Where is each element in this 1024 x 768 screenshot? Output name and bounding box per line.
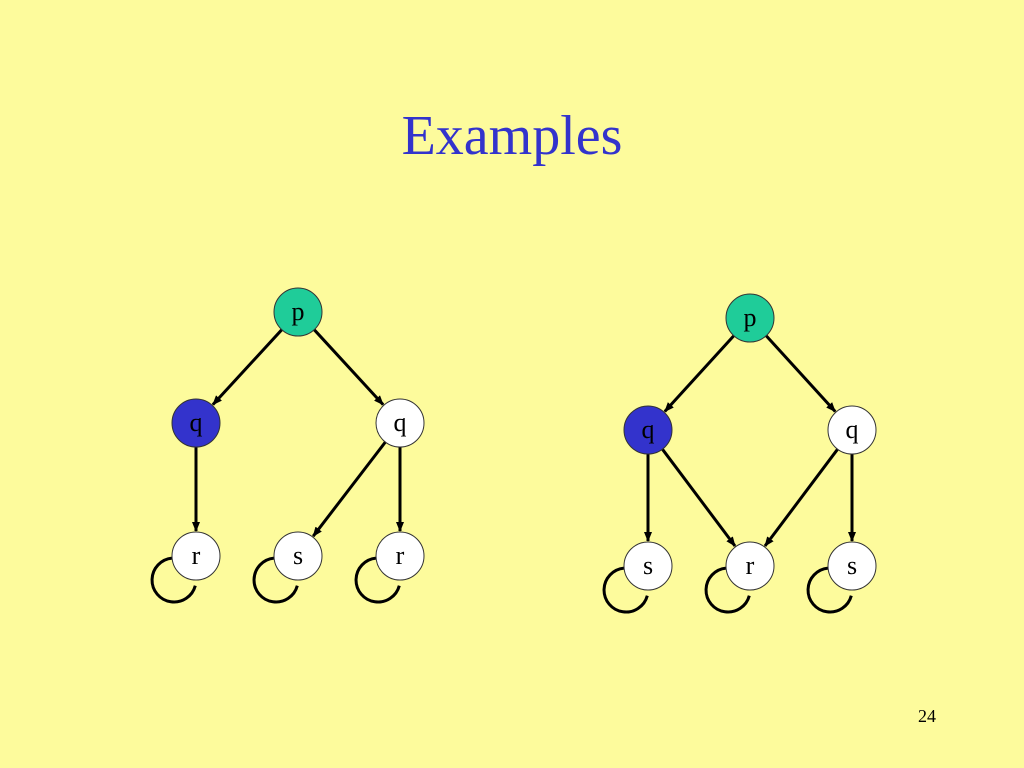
graph-right: p q q s r s	[602, 293, 877, 614]
node-label-q2: q	[394, 408, 407, 437]
self-loop-s1	[252, 556, 299, 604]
node-label-r2: r	[396, 541, 405, 570]
node-p	[273, 287, 323, 337]
page-number: 24	[918, 706, 936, 726]
edge-p-q2	[765, 334, 837, 413]
node-q1	[623, 405, 673, 455]
edge-q2-s1	[312, 441, 387, 538]
edge-p-q2	[313, 328, 385, 406]
node-s1	[623, 541, 673, 591]
node-r2	[375, 531, 425, 581]
edge-q1-r1	[661, 448, 737, 547]
edge-p-q1	[663, 334, 735, 413]
node-label-r1: r	[192, 541, 201, 570]
node-q1	[171, 398, 221, 448]
self-loop-r2	[354, 556, 401, 604]
graph-left: p q q r s r	[150, 287, 425, 604]
slide-title: Examples	[401, 105, 623, 167]
node-label-r1: r	[746, 551, 755, 580]
self-loop-s1	[602, 566, 649, 614]
node-label-q1: q	[190, 408, 203, 437]
node-label-q1: q	[642, 415, 655, 444]
node-s2	[827, 541, 877, 591]
node-s1	[273, 531, 323, 581]
node-p	[725, 293, 775, 343]
edge-p-q1	[211, 328, 283, 406]
node-label-s1: s	[293, 541, 303, 570]
node-label-q2: q	[846, 415, 859, 444]
node-label-s1: s	[643, 551, 653, 580]
node-r1	[725, 541, 775, 591]
node-q2	[827, 405, 877, 455]
node-label-p: p	[744, 303, 757, 332]
self-loop-r1	[150, 556, 197, 604]
edge-q2-r1	[763, 448, 839, 547]
node-label-s2: s	[847, 551, 857, 580]
node-label-p: p	[292, 297, 305, 326]
self-loop-r1	[704, 566, 751, 614]
node-r1	[171, 531, 221, 581]
self-loop-s2	[806, 566, 853, 614]
node-q2	[375, 398, 425, 448]
